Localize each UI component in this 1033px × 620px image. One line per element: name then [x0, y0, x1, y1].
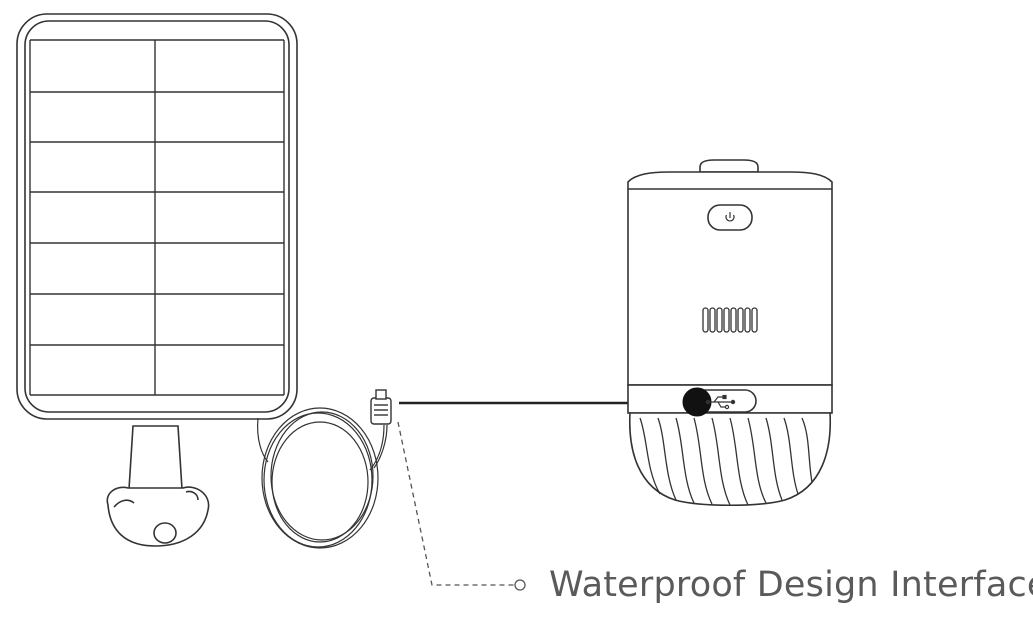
dome-ribs [639, 417, 813, 506]
vent-slots [702, 307, 758, 333]
solar-cells [29, 39, 285, 396]
callout-dot [514, 579, 526, 591]
solar-panel-frame [16, 13, 298, 420]
waterproof-interface-label: Waterproof Design Interface [549, 565, 1033, 605]
solar-panel-inner-frame [24, 20, 290, 413]
solar-mount [106, 425, 210, 547]
power-icon [725, 212, 735, 222]
usb-icon [705, 394, 736, 410]
mount-screw-cover [153, 522, 177, 544]
camera [627, 159, 833, 507]
camera-body [627, 171, 833, 386]
camera-top-cap [699, 159, 759, 173]
solar-panel [16, 13, 298, 420]
solar-cable-coil [257, 407, 388, 549]
callout-leader [397, 421, 514, 586]
usb-connector-plug [370, 389, 392, 425]
